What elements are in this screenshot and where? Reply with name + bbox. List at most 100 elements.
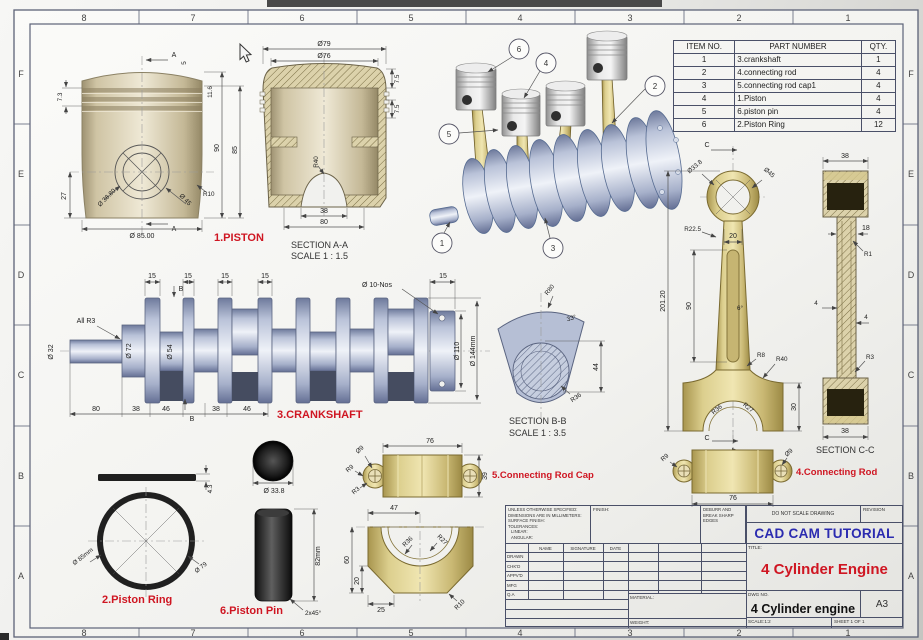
- dim-label: 15: [439, 273, 447, 280]
- grid-ref: 8: [81, 628, 86, 638]
- tb-grid-line: [628, 544, 629, 628]
- grid-ref: D: [18, 270, 25, 280]
- balloon-6: [508, 38, 530, 60]
- piston-front-view: A A 5 11.6 7.3 27 Ø 38.80 Ø 45 R10 Ø 85.…: [57, 52, 264, 244]
- connecting-rod-front-view: C C Ø33.8 Ø45 R22.5 20 90 201.20 6° R8 R…: [660, 142, 802, 459]
- grid-ref: B: [908, 471, 914, 481]
- tb-sig-row-qa: Q.A: [507, 592, 515, 597]
- grid-ref: 6: [299, 628, 304, 638]
- tb-note-line: UNLESS OTHERWISE SPECIFIED:: [508, 507, 578, 512]
- dim-label: 39: [482, 472, 489, 480]
- balloon-label: 4: [544, 59, 549, 68]
- dim-label: 15: [261, 273, 269, 280]
- dim-label: Ø76: [317, 53, 330, 60]
- tb-grid-line: [506, 618, 628, 619]
- tb-sig-row-drawn: DRAWN: [507, 554, 524, 559]
- dim-label: R3: [351, 485, 362, 496]
- part-label-ring: 2.Piston Ring: [102, 594, 172, 606]
- mouse-cursor: [239, 42, 253, 63]
- bom-cell: 4: [860, 66, 897, 80]
- part-label-crankshaft: 3.CRANKSHAFT: [277, 409, 363, 421]
- dim-label: R9: [345, 463, 356, 474]
- tb-material: MATERIAL:: [628, 593, 746, 618]
- bom-cell: 1: [860, 53, 897, 67]
- bom-cell: 2.Piston Ring: [734, 118, 862, 132]
- dim-label: 46: [243, 406, 251, 413]
- tb-grid-line: [506, 580, 746, 581]
- dim-label: 11.6: [207, 86, 214, 98]
- bom-cell: 6: [672, 118, 736, 132]
- dim-label: 82mm: [315, 546, 322, 566]
- view-caption: SCALE 1 : 1.5: [291, 251, 348, 261]
- connecting-rod-bottom-view: C R9 Ø9 76 4.Connecting Rod: [660, 430, 877, 507]
- dim-label: R9: [660, 452, 671, 463]
- tb-grid-line: [563, 544, 564, 599]
- grid-ref: A: [18, 571, 24, 581]
- tb-title-area: TITLE: 4 Cylinder Engine: [746, 544, 903, 591]
- dim-label: 27: [61, 192, 68, 200]
- balloon-1: [431, 232, 453, 254]
- bom-cell: 4: [672, 92, 736, 106]
- bom-cell: 4.connecting rod: [734, 66, 862, 80]
- bom-cell: 1.Piston: [734, 92, 862, 106]
- dim-label: 7.5: [394, 104, 401, 113]
- dim-label: Ø 110: [454, 342, 461, 361]
- tb-grid-line: [701, 544, 702, 593]
- part-label-piston: 1.PISTON: [214, 232, 264, 244]
- bom-cell: 12: [860, 118, 897, 132]
- view-caption: SECTION B-B: [509, 416, 567, 426]
- tb-size: A3: [861, 591, 903, 618]
- tb-sig-header-date: DATE: [609, 546, 622, 551]
- dim-label: 20: [354, 577, 361, 585]
- grid-ref: 1: [845, 628, 850, 638]
- dim-label: 5: [181, 61, 188, 65]
- tb-note-line: ANGULAR:: [511, 534, 533, 540]
- bom-cell: 1: [672, 53, 736, 67]
- dim-label: 90: [214, 144, 221, 152]
- grid-ref: 7: [190, 628, 195, 638]
- tb-dwg-no: 4 Cylinder engine: [750, 601, 856, 616]
- tb-weight: WEIGHT:: [628, 618, 746, 628]
- assembly-isometric-view: 1 2 3 4 5 6: [429, 30, 683, 259]
- dim-label: Ø 85.00: [130, 233, 155, 240]
- dim-label: 46: [162, 406, 170, 413]
- dim-label: 18: [862, 225, 870, 232]
- dim-label: 76: [729, 495, 737, 502]
- bom-header-part: PART NUMBER: [734, 40, 862, 54]
- dim-label: 30: [791, 403, 798, 411]
- bom-cell: 4: [860, 79, 897, 93]
- dim-label: 85: [232, 146, 239, 154]
- grid-ref: 4: [517, 628, 522, 638]
- grid-ref: 7: [190, 13, 195, 23]
- dim-label: 15: [148, 273, 156, 280]
- section-mark: A: [172, 52, 177, 59]
- balloon-4: [535, 52, 557, 74]
- tb-do-not-scale: DO NOT SCALE DRAWING: [746, 506, 861, 523]
- tb-note-line: TOLERANCES:: [508, 523, 539, 529]
- dim-label: R1: [864, 251, 873, 258]
- grid-ref: E: [18, 169, 24, 179]
- grid-ref: 1: [845, 13, 850, 23]
- grid-ref: F: [18, 69, 24, 79]
- tb-grid-line: [603, 544, 604, 599]
- crankshaft-drawing-view: 15 15 15 15 15 B B All R3 Ø 32 Ø 72 Ø 54…: [48, 273, 490, 423]
- grid-ref: D: [908, 270, 915, 280]
- part-label-pin: 6.Piston Pin: [220, 605, 283, 617]
- bottom-left-dark-corner: [0, 633, 9, 640]
- tb-deburr: DEBURR AND BREAK SHARP EDGES: [701, 506, 746, 544]
- tb-notes: UNLESS OTHERWISE SPECIFIED: DIMENSIONS A…: [506, 506, 591, 544]
- tb-dwg-area: DWG NO. 4 Cylinder engine: [746, 591, 861, 618]
- tb-grid-line: [506, 561, 746, 562]
- grid-ref: 2: [736, 13, 741, 23]
- balloon-label: 2: [653, 82, 658, 91]
- dim-label: 15: [221, 273, 229, 280]
- dim-label: 90: [686, 302, 693, 310]
- tb-brand: CAD CAM TUTORIAL: [746, 523, 903, 544]
- bom-cell: 3: [672, 79, 736, 93]
- section-cc-view: 38 18 R1 4 4 R3 38 SECTION C-C: [814, 153, 875, 455]
- balloon-label: 6: [517, 45, 522, 54]
- bom-cell: 5.connecting rod cap1: [734, 79, 862, 93]
- tb-grid-line: [746, 506, 747, 628]
- grid-ref: F: [908, 69, 914, 79]
